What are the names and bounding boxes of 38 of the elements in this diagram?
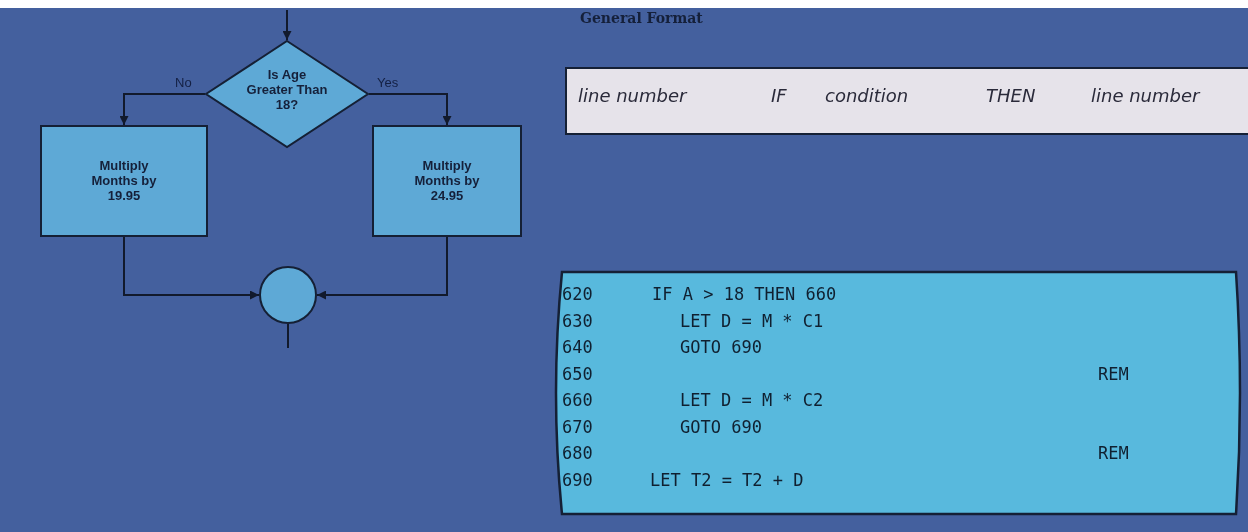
arrow — [119, 93, 206, 126]
syntax-term: IF — [771, 85, 787, 106]
line-number: 650 — [562, 363, 593, 384]
line-number: 670 — [562, 416, 593, 437]
basic-statement: GOTO 690 — [680, 416, 762, 437]
line-number: 630 — [562, 310, 593, 331]
arrow — [316, 236, 448, 300]
node-label: Multiply Months by 24.95 — [413, 158, 481, 203]
connector-circle — [259, 266, 317, 324]
basic-statement: LET T2 = T2 + D — [650, 469, 804, 490]
syntax-term: THEN — [986, 85, 1036, 106]
basic-statement: REM — [1098, 443, 1129, 463]
basic-statement: REM — [1098, 363, 1129, 384]
edge-label: Yes — [375, 76, 401, 90]
line-number: 680 — [562, 443, 593, 463]
line-number: 640 — [562, 337, 593, 357]
line-number: 620 — [562, 284, 593, 304]
connector-line — [287, 323, 289, 349]
basic-statement: LET D = M * C2 — [680, 390, 824, 410]
line-number: 690 — [562, 469, 593, 490]
code-screen — [552, 270, 1240, 516]
node-label: Multiply Months by 19.95 — [90, 158, 158, 203]
syntax-term: condition — [825, 85, 909, 106]
syntax-term: line number — [578, 85, 687, 106]
process-box — [40, 125, 208, 237]
basic-statement: LET D = M * C1 — [680, 310, 824, 331]
basic-statement: IF A > 18 THEN 660 — [652, 284, 837, 304]
arrow — [368, 93, 452, 126]
edge-label: No — [173, 76, 194, 90]
arrow — [123, 236, 260, 300]
arrow — [282, 9, 292, 41]
format-heading: General Format — [580, 10, 703, 26]
syntax-term: line number — [1091, 85, 1200, 106]
basic-statement: GOTO 690 — [680, 337, 762, 357]
line-number: 660 — [562, 390, 593, 410]
decision-diamond — [205, 40, 369, 148]
process-box — [372, 125, 522, 237]
node-label: Is Age Greater Than 18? — [245, 67, 329, 112]
